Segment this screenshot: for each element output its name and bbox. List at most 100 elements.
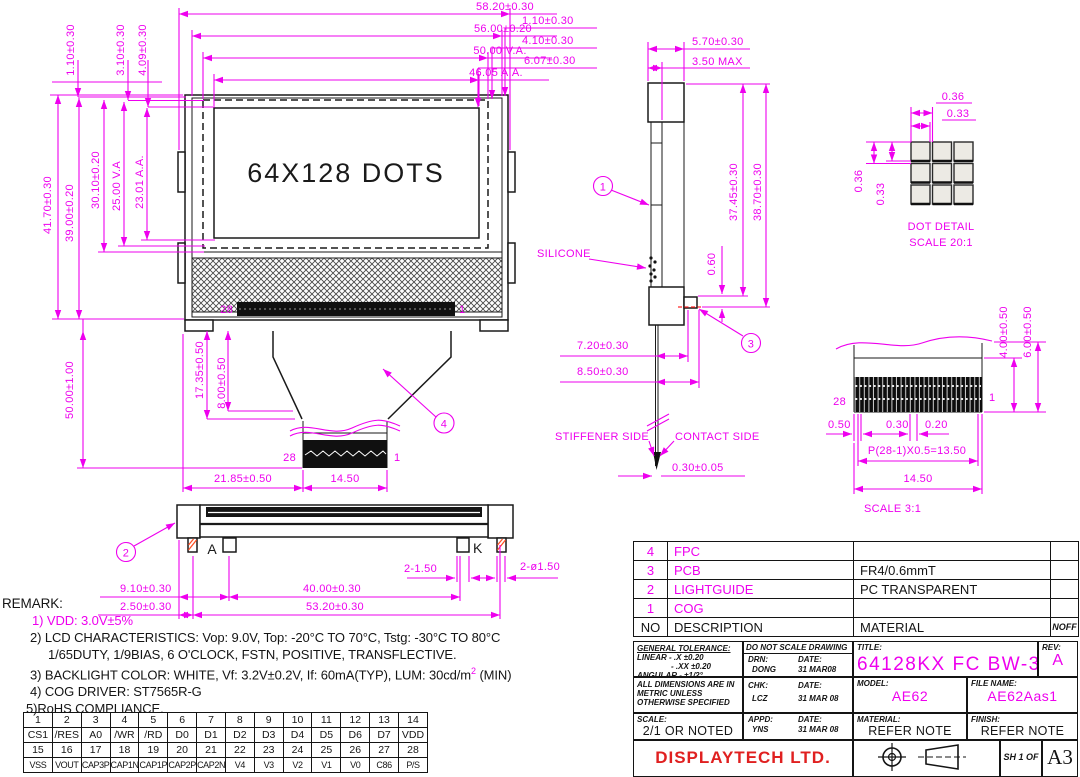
dim-side-h2: 38.70±0.30: [752, 163, 764, 221]
pin-cell: A0: [80, 727, 111, 743]
chk-label: CHK:: [748, 681, 768, 690]
finish-cell: FINISH: REFER NOTE: [967, 713, 1078, 740]
pin-cell: CAP2P: [167, 757, 198, 773]
pin-cell: 13: [369, 712, 399, 728]
pin-cell: 11: [311, 712, 342, 728]
rev-label: REV:: [1042, 643, 1061, 652]
pin-cell: /WR: [109, 727, 140, 743]
fpc-pin-28-detail: 28: [833, 396, 846, 408]
pin-cell: 9: [253, 712, 284, 728]
title-block: GENERAL TOLERANCE: LINEAR - .X ±0.20 - .…: [633, 641, 1078, 777]
dim-topright-3: 6.07±0.30: [524, 55, 576, 67]
pin-cell: VDD: [397, 727, 429, 743]
pin-cell: V2: [282, 757, 313, 773]
band-pin-1: 1: [459, 304, 465, 316]
dot-detail-geometry: [910, 141, 974, 206]
file-name-value: AE62Aas1: [987, 688, 1058, 704]
tolerance-linear-xx: - .XX ±0.20: [671, 662, 711, 671]
dim-topleft-3: 4.09±0.30: [137, 24, 149, 76]
pin-cell: V0: [340, 757, 371, 773]
pin-cell: 10: [282, 712, 313, 728]
pin-cell: D6: [340, 727, 371, 743]
bom-desc: FPC: [667, 541, 854, 561]
fpc-dim-pitch: P(28-1)X0.5=13.50: [868, 445, 966, 457]
pin-cell: D4: [282, 727, 313, 743]
bom-desc: LIGHTGUIDE: [667, 579, 854, 599]
material-label: MATERIAL:: [857, 715, 901, 724]
dot-pitch-y: 0.36: [853, 170, 865, 193]
pin-cell: 22: [224, 742, 255, 758]
remarks-block: REMARK: 1) VDD: 3.0V±5% 2) LCD CHARACTER…: [2, 595, 562, 717]
tolerance-angular: ANGULAR - ±1/2°: [637, 671, 703, 677]
dot-pitch-x: 0.36: [942, 91, 965, 103]
pin-cell: C86: [369, 757, 399, 773]
pin-cell: 24: [282, 742, 313, 758]
bom-row: 1 COG: [633, 598, 1079, 618]
dot-size-x: 0.33: [947, 108, 970, 120]
fpc-pin-1-detail: 1: [989, 392, 995, 404]
superscript-2: 2: [471, 666, 476, 676]
first-angle-projection-icon: [878, 743, 966, 771]
pin-cell: P/S: [397, 757, 429, 773]
date-drn-value: 31 MAR08: [798, 665, 837, 674]
pin-cell: CAP1N: [109, 757, 140, 773]
pin-cell: CAP3P: [80, 757, 111, 773]
scale-label: SCALE:: [637, 715, 667, 724]
callout-1: 1: [600, 182, 606, 194]
front-view-dimensions: [50, 8, 597, 492]
dim-fpc-length2: 8.00±0.50: [216, 357, 228, 409]
dim-bottom-right: 14.50: [330, 473, 359, 485]
fpc-dim-width: 14.50: [903, 473, 932, 485]
bom-no: 4: [633, 541, 668, 561]
bom-no: 2: [633, 579, 668, 599]
dim-fpc-offset2: 8.50±0.30: [577, 366, 629, 378]
anode-label: A: [207, 541, 217, 557]
front-view-geometry: [177, 94, 516, 468]
bom-header-no: NO: [633, 617, 668, 637]
bom-noff: [1050, 541, 1079, 561]
bom-desc: PCB: [667, 560, 854, 580]
pin-cell: 6: [167, 712, 198, 728]
dim-width-aa: 46.05 A.A.: [469, 67, 523, 79]
pin-cell: D3: [253, 727, 284, 743]
display-area-label: 64X128 DOTS: [247, 158, 445, 188]
cathode-label: K: [473, 540, 483, 556]
finish-label: FINISH:: [971, 715, 1000, 724]
dim-height-outer: 41.70±0.30: [42, 176, 54, 234]
pin-cell: CS1: [23, 727, 53, 743]
projection-symbol-cell: [853, 740, 1000, 777]
bom-row: 3 PCB FR4/0.6mmT: [633, 560, 1079, 580]
drn-value: DONG: [752, 665, 776, 674]
general-tolerance-cell: GENERAL TOLERANCE: LINEAR - .X ±0.20 - .…: [633, 641, 743, 677]
dim-height-total: 50.00±1.00: [64, 361, 76, 419]
bom-header-noff: NOFF: [1050, 617, 1079, 637]
pin-cell: 15: [23, 742, 53, 758]
dim-width-pcb: 56.00±0.20: [474, 23, 532, 35]
tolerance-title: GENERAL TOLERANCE:: [637, 644, 731, 653]
bom-row: 2 LIGHTGUIDE PC TRANSPARENT: [633, 579, 1079, 599]
dim-bottom-250: 2.50±0.30: [120, 601, 172, 613]
dim-topleft-1: 1.10±0.30: [65, 24, 77, 76]
dot-size-y: 0.33: [875, 183, 887, 206]
bom-row: 4 FPC: [633, 541, 1079, 561]
title-cell: TITLE: 64128KX FC BW-3: [853, 641, 1038, 677]
chk-value: LCZ: [752, 694, 768, 703]
pin-cell: D1: [196, 727, 226, 743]
pin-cell: 16: [51, 742, 82, 758]
fpc-pin-28: 28: [283, 452, 296, 464]
fpc-detail-geometry: [835, 336, 993, 413]
pin-cell: D2: [224, 727, 255, 743]
dim-width-va: 50.00 V.A.: [473, 45, 526, 57]
pin-cell: 1: [23, 712, 53, 728]
pin-cell: 4: [109, 712, 140, 728]
dim-side-h1: 37.45±0.30: [728, 163, 740, 221]
drn-label: DRN:: [748, 655, 768, 664]
dim-topleft-2: 3.10±0.30: [115, 24, 127, 76]
sheet-size: A3: [1042, 740, 1078, 777]
bottom-view-dimensions: [98, 522, 558, 619]
callout-3: 3: [748, 339, 754, 351]
pin-cell: 14: [397, 712, 429, 728]
